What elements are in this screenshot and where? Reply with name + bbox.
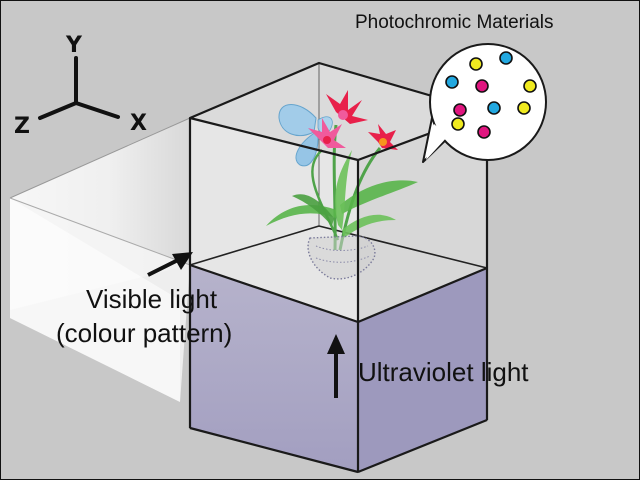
flower-right — [368, 124, 398, 150]
material-dot-yellow — [469, 57, 483, 71]
beam-edge — [9, 117, 191, 199]
material-dot-magenta — [475, 79, 489, 93]
axis-z-label: Z — [14, 114, 30, 139]
beam-edge — [9, 197, 191, 266]
flower-left — [308, 118, 346, 148]
material-dot-magenta — [477, 125, 491, 139]
visible-light-beam — [9, 117, 191, 402]
axis-x-label: X — [130, 111, 147, 136]
butterfly-image — [278, 104, 333, 167]
axis-z-line — [38, 101, 78, 120]
cube-edges — [188, 61, 489, 474]
cube-right-face — [358, 112, 487, 322]
callout-bubble — [429, 43, 547, 161]
flowers — [308, 90, 398, 150]
beam-side — [10, 198, 180, 402]
visible-light-label: Visible light — [86, 284, 218, 314]
axis-y-label: Y — [65, 33, 83, 58]
axis-x-line — [74, 101, 120, 119]
cube-back-edge — [189, 225, 320, 266]
material-dot-yellow — [451, 117, 465, 131]
materials-callout — [422, 43, 547, 163]
material-dot-cyan — [487, 101, 501, 115]
material-dot-magenta — [453, 103, 467, 117]
material-dot-yellow — [523, 79, 537, 93]
ultraviolet-arrow — [327, 334, 345, 398]
material-dot-yellow — [517, 101, 531, 115]
material-dot-cyan — [445, 75, 459, 89]
ultraviolet-light-label: Ultraviolet light — [358, 357, 529, 387]
materials-label: Photochromic Materials — [355, 12, 554, 33]
flower-top — [326, 90, 368, 124]
axis-indicator — [38, 56, 120, 120]
visible-light-arrow — [147, 252, 193, 277]
colour-pattern-label: (colour pattern) — [56, 318, 232, 348]
material-dot-cyan — [499, 51, 513, 65]
